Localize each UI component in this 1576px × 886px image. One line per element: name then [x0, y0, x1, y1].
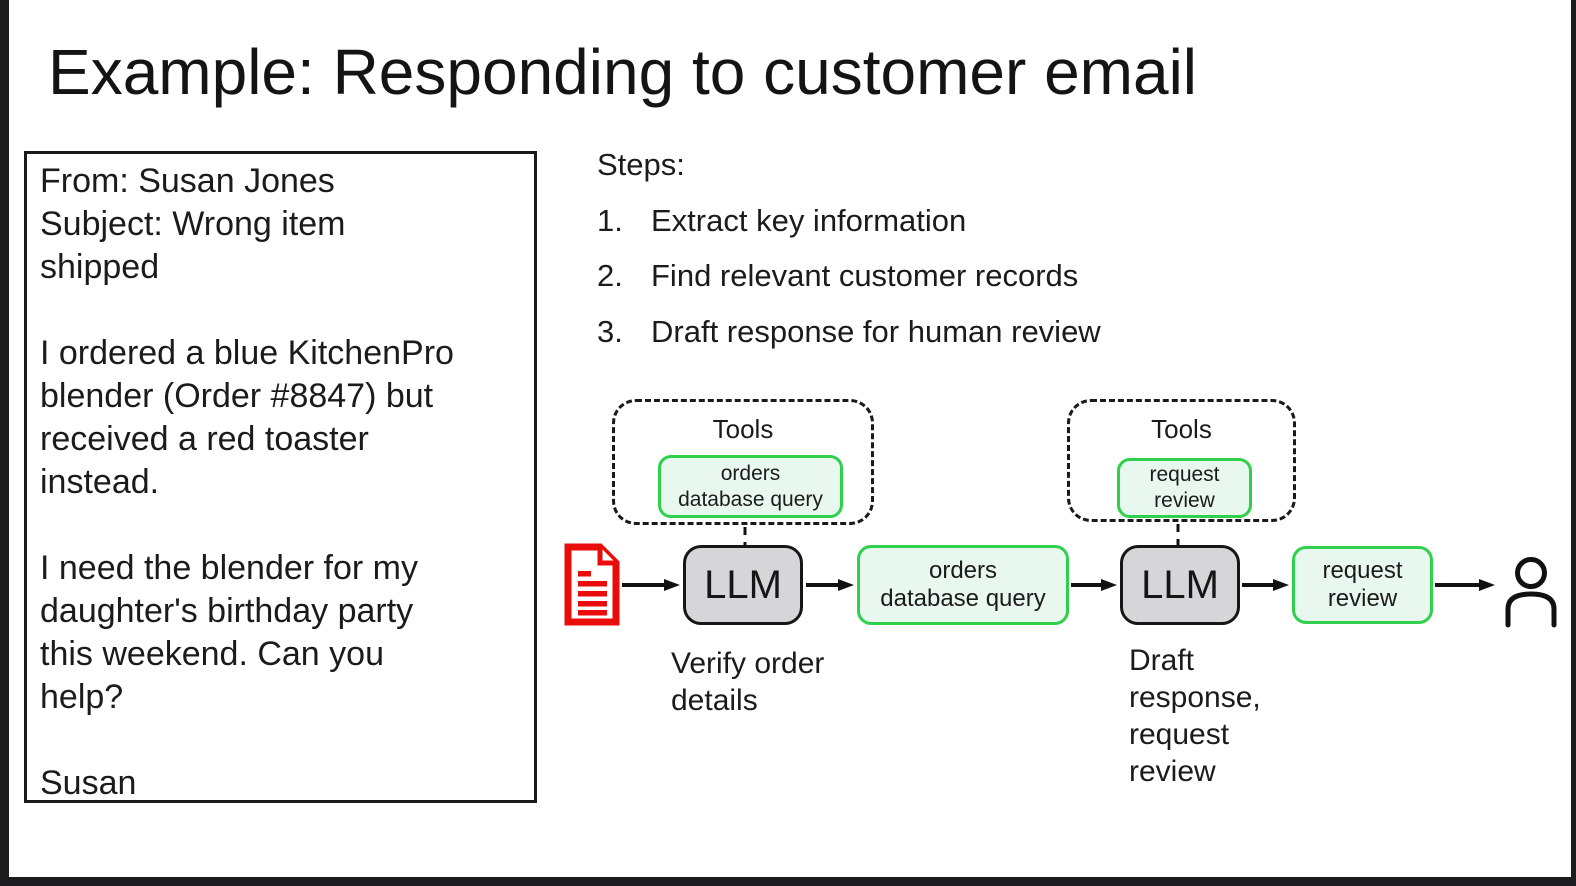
step-number: 3.	[597, 314, 623, 349]
email-document-icon	[564, 543, 620, 626]
step-item-1: 1. Extract key information	[597, 203, 966, 239]
llm-label: LLM	[1141, 562, 1219, 607]
step-label: Find relevant customer records	[651, 258, 1079, 293]
caption-draft-response-request-review: Draft response, request review	[1129, 644, 1261, 788]
tool-chip-orders-database-query: orders database query	[658, 455, 843, 518]
person-icon	[1505, 557, 1557, 628]
action-node-request-review: request review	[1292, 546, 1433, 624]
llm-label: LLM	[704, 562, 782, 607]
slide-canvas: Example: Responding to customer email Fr…	[9, 0, 1571, 877]
customer-email-text: From: Susan Jones Subject: Wrong item sh…	[40, 162, 454, 802]
tool-chip-request-review: request review	[1117, 458, 1252, 518]
step-label: Extract key information	[651, 203, 967, 238]
action-node-orders-database-query: orders database query	[857, 545, 1069, 625]
caption-verify-order-details: Verify order details	[671, 647, 825, 717]
tools-label: Tools	[712, 414, 774, 444]
step-item-3: 3. Draft response for human review	[597, 314, 1101, 350]
tools-group-1: Tools orders database query	[612, 399, 874, 525]
step-number: 2.	[597, 258, 623, 293]
steps-heading: Steps:	[597, 147, 685, 182]
llm-node-2: LLM	[1120, 545, 1240, 625]
tools-label: Tools	[1151, 414, 1212, 444]
tools-group-2: Tools request review	[1067, 399, 1296, 522]
page-title: Example: Responding to customer email	[48, 36, 1197, 108]
step-item-2: 2. Find relevant customer records	[597, 258, 1078, 294]
llm-node-1: LLM	[683, 545, 803, 625]
step-label: Draft response for human review	[651, 314, 1101, 349]
step-number: 1.	[597, 203, 623, 238]
customer-email-card: From: Susan Jones Subject: Wrong item sh…	[24, 151, 537, 803]
